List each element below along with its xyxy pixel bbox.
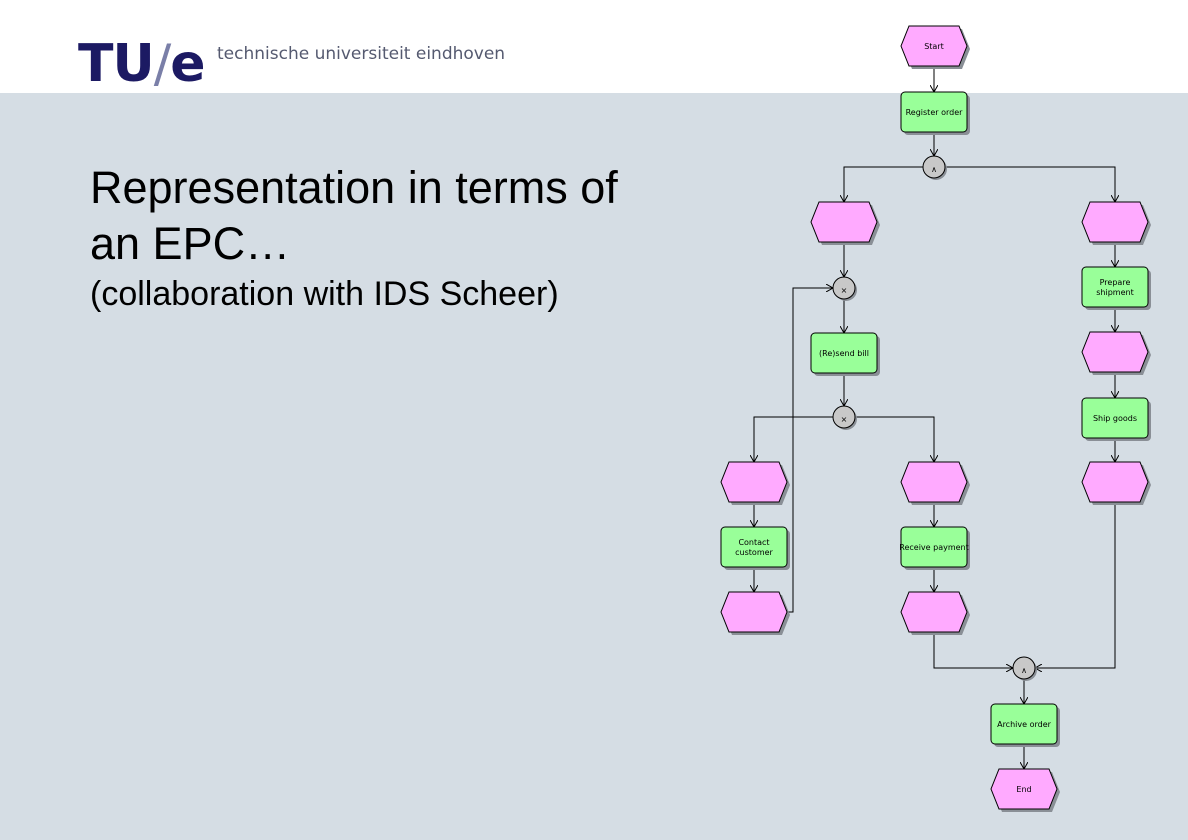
slide-title: Representation in terms of an EPC… xyxy=(90,162,618,269)
node-label-and2: ∧ xyxy=(1021,666,1027,675)
epc-and-and2: ∧ xyxy=(1012,656,1037,681)
header-band xyxy=(0,0,1188,93)
epc-event-ev_right3 xyxy=(1081,461,1151,505)
epc-function-ship: Ship goods xyxy=(1081,397,1151,441)
epc-event-ev_right2 xyxy=(1081,331,1151,375)
edge-and1-to-ev_left1 xyxy=(844,166,923,202)
node-label-start: Start xyxy=(924,42,944,51)
node-label-end: End xyxy=(1016,785,1031,794)
node-label-resend: (Re)send bill xyxy=(819,349,869,358)
node-label-contact-1: customer xyxy=(735,548,773,557)
epc-event-ev_a xyxy=(720,461,790,505)
edge-ev_a2-to-xor1 xyxy=(785,288,833,613)
slide-subtitle: (collaboration with IDS Scheer) xyxy=(90,275,559,313)
node-label-archive: Archive order xyxy=(997,720,1052,729)
epc-function-archive: Archive order xyxy=(990,703,1060,747)
edge-xor2-to-ev_b xyxy=(855,416,934,462)
edge-ev_right3-to-and2 xyxy=(1035,502,1116,668)
logo-main: TU xyxy=(78,34,155,94)
node-label-xor2: × xyxy=(841,415,848,424)
node-label-xor1: × xyxy=(841,286,848,295)
node-label-contact-0: Contact xyxy=(738,538,769,547)
epc-and-and1: ∧ xyxy=(922,155,947,180)
edge-xor2-to-ev_a xyxy=(754,416,833,462)
epc-function-receive: Receive payment xyxy=(899,526,970,570)
epc-event-ev_b xyxy=(900,461,970,505)
epc-xor-xor2: × xyxy=(832,405,857,430)
edges-layer xyxy=(754,66,1115,769)
epc-event-ev_a2 xyxy=(720,591,790,635)
node-label-receive: Receive payment xyxy=(899,543,969,552)
logo-slash: / xyxy=(153,34,172,94)
node-label-and1: ∧ xyxy=(931,165,937,174)
node-label-register: Register order xyxy=(906,108,964,117)
logo-e: e xyxy=(170,34,205,94)
node-label-ship: Ship goods xyxy=(1093,414,1137,423)
epc-function-resend: (Re)send bill xyxy=(810,332,880,376)
epc-event-ev_left1 xyxy=(810,201,880,245)
epc-function-register: Register order xyxy=(900,91,970,135)
epc-event-ev_right1 xyxy=(1081,201,1151,245)
university-name: technische universiteit eindhoven xyxy=(217,44,506,64)
tue-logo: TU/e xyxy=(78,34,206,94)
epc-event-ev_b2 xyxy=(900,591,970,635)
node-label-prepare-1: shipment xyxy=(1096,288,1133,297)
epc-event-end: End xyxy=(990,768,1060,812)
edge-and1-to-ev_right1 xyxy=(945,166,1115,202)
edge-ev_b2-to-and2 xyxy=(933,632,1013,668)
epc-xor-xor1: × xyxy=(832,276,857,301)
epc-event-start: Start xyxy=(900,25,970,69)
node-label-prepare-0: Prepare xyxy=(1100,278,1131,287)
